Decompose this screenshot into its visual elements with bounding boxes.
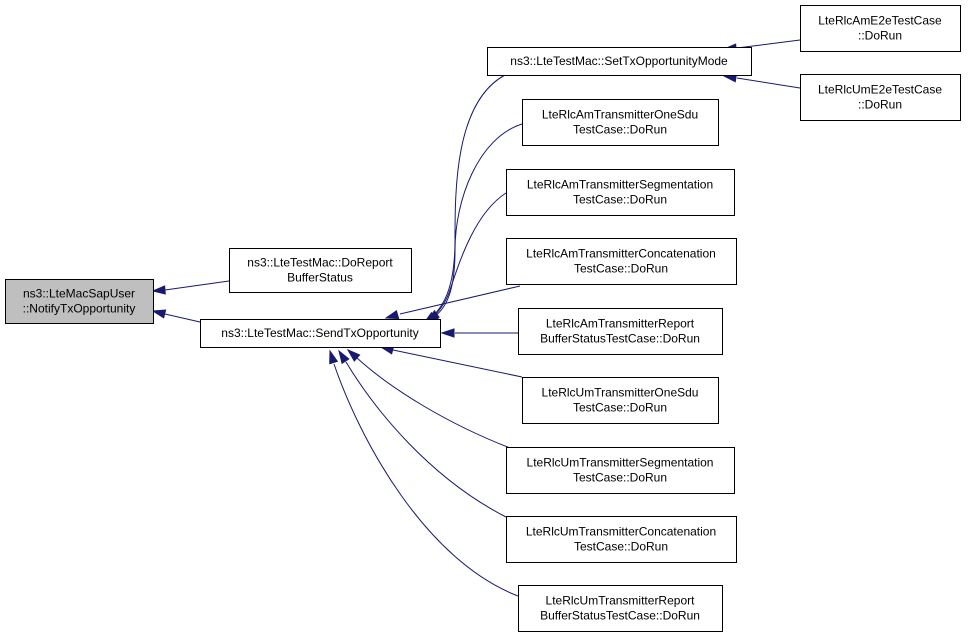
node-label-line: BufferStatusTestCase::DoRun bbox=[540, 609, 700, 623]
node-label-line: LteRlcAmE2eTestCase bbox=[818, 14, 942, 28]
node-box[interactable] bbox=[506, 447, 735, 494]
edge-line bbox=[399, 285, 521, 315]
node-box[interactable] bbox=[5, 279, 154, 324]
node-label-line: ::DoRun bbox=[858, 98, 902, 112]
node-label-line: ::NotifyTxOpportunity bbox=[23, 302, 136, 316]
node-label-line: LteRlcUmTransmitterSegmentation bbox=[527, 456, 714, 470]
node-box[interactable] bbox=[506, 516, 737, 563]
node-label-line: LteRlcAmTransmitterConcatenation bbox=[526, 247, 716, 261]
edge-line bbox=[430, 74, 506, 319]
edge-line bbox=[736, 77, 801, 89]
node-label-line: TestCase::DoRun bbox=[573, 401, 667, 415]
arrowhead-icon bbox=[329, 349, 339, 365]
node-label-line: LteRlcUmTransmitterReport bbox=[546, 594, 696, 608]
edge-sendtx-to-root bbox=[151, 309, 201, 323]
node-label-line: TestCase::DoRun bbox=[573, 193, 667, 207]
node-amReport[interactable]: LteRlcAmTransmitterReportBufferStatusTes… bbox=[518, 308, 723, 355]
node-label-line: ::DoRun bbox=[858, 29, 902, 43]
node-label-line: LteRlcAmTransmitterReport bbox=[546, 317, 695, 331]
node-box[interactable] bbox=[800, 5, 961, 52]
node-label-line: LteRlcUmTransmitterOneSdu bbox=[542, 386, 699, 400]
node-amE2e[interactable]: LteRlcAmE2eTestCase::DoRun bbox=[800, 5, 961, 52]
edge-umReport-to-sendtx bbox=[329, 349, 519, 597]
node-label-line: LteRlcUmE2eTestCase bbox=[818, 83, 942, 97]
edge-umConcat-to-sendtx bbox=[338, 349, 507, 518]
node-box[interactable] bbox=[229, 248, 412, 293]
node-box[interactable] bbox=[522, 99, 719, 146]
node-label-line: BufferStatusTestCase::DoRun bbox=[540, 332, 700, 346]
node-box[interactable] bbox=[800, 74, 961, 121]
node-label-line: LteRlcAmTransmitterSegmentation bbox=[527, 178, 713, 192]
nodes-layer: ns3::LteMacSapUser::NotifyTxOpportunityn… bbox=[5, 5, 961, 632]
node-label-line: LteRlcUmTransmitterConcatenation bbox=[526, 525, 716, 539]
node-label-line: LteRlcAmTransmitterOneSdu bbox=[542, 108, 698, 122]
edge-line bbox=[392, 349, 523, 378]
edge-line bbox=[164, 280, 230, 291]
edge-amSeg-to-sendtx bbox=[425, 192, 507, 322]
node-box[interactable] bbox=[522, 377, 719, 424]
node-box[interactable] bbox=[518, 308, 723, 355]
edge-line bbox=[433, 123, 523, 318]
node-amConcat[interactable]: LteRlcAmTransmitterConcatenationTestCase… bbox=[506, 238, 737, 285]
edge-line bbox=[345, 361, 507, 518]
node-box[interactable] bbox=[200, 319, 441, 348]
node-label-line: BufferStatus bbox=[287, 271, 353, 285]
node-label-line: TestCase::DoRun bbox=[573, 123, 667, 137]
node-umSeg[interactable]: LteRlcUmTransmitterSegmentationTestCase:… bbox=[506, 447, 735, 494]
edge-settxmode-to-sendtx bbox=[422, 74, 506, 324]
edge-amReport-to-sendtx bbox=[440, 328, 518, 338]
arrowhead-icon bbox=[338, 349, 350, 365]
node-label-line: ns3::LteTestMac::DoReport bbox=[247, 256, 393, 270]
edge-line bbox=[736, 39, 801, 49]
node-box[interactable] bbox=[506, 169, 735, 216]
node-label-line: TestCase::DoRun bbox=[573, 471, 667, 485]
node-settxmode[interactable]: ns3::LteTestMac::SetTxOpportunityMode bbox=[487, 47, 752, 76]
arrowhead-icon bbox=[440, 328, 455, 338]
node-umConcat[interactable]: LteRlcUmTransmitterConcatenationTestCase… bbox=[506, 516, 737, 563]
node-box[interactable] bbox=[487, 47, 752, 76]
edge-doreport-to-root bbox=[151, 280, 230, 295]
node-label-line: TestCase::DoRun bbox=[574, 262, 668, 276]
node-umReport[interactable]: LteRlcUmTransmitterReportBufferStatusTes… bbox=[518, 585, 723, 632]
edge-line bbox=[164, 313, 201, 323]
node-box[interactable] bbox=[518, 585, 723, 632]
arrowhead-icon bbox=[384, 310, 400, 320]
node-label-line: ns3::LteMacSapUser bbox=[23, 287, 135, 301]
edge-amConcat-to-sendtx bbox=[384, 285, 521, 320]
edge-line bbox=[433, 192, 507, 317]
edge-umSeg-to-sendtx bbox=[346, 348, 519, 452]
edge-line bbox=[356, 357, 519, 452]
edge-line bbox=[333, 363, 519, 597]
node-label-line: TestCase::DoRun bbox=[574, 540, 668, 554]
node-umE2e[interactable]: LteRlcUmE2eTestCase::DoRun bbox=[800, 74, 961, 121]
arrowhead-icon bbox=[346, 348, 361, 362]
arrowhead-icon bbox=[151, 309, 167, 319]
node-box[interactable] bbox=[506, 238, 737, 285]
node-label-line: ns3::LteTestMac::SetTxOpportunityMode bbox=[510, 54, 728, 68]
arrowhead-icon bbox=[151, 285, 166, 295]
node-root[interactable]: ns3::LteMacSapUser::NotifyTxOpportunity bbox=[5, 279, 154, 324]
node-amSeg[interactable]: LteRlcAmTransmitterSegmentationTestCase:… bbox=[506, 169, 735, 216]
edge-amOneSdu-to-sendtx bbox=[424, 123, 523, 323]
edge-umOneSdu-to-sendtx bbox=[379, 345, 523, 378]
node-sendtx[interactable]: ns3::LteTestMac::SendTxOpportunity bbox=[200, 319, 441, 348]
node-label-line: ns3::LteTestMac::SendTxOpportunity bbox=[221, 326, 418, 340]
